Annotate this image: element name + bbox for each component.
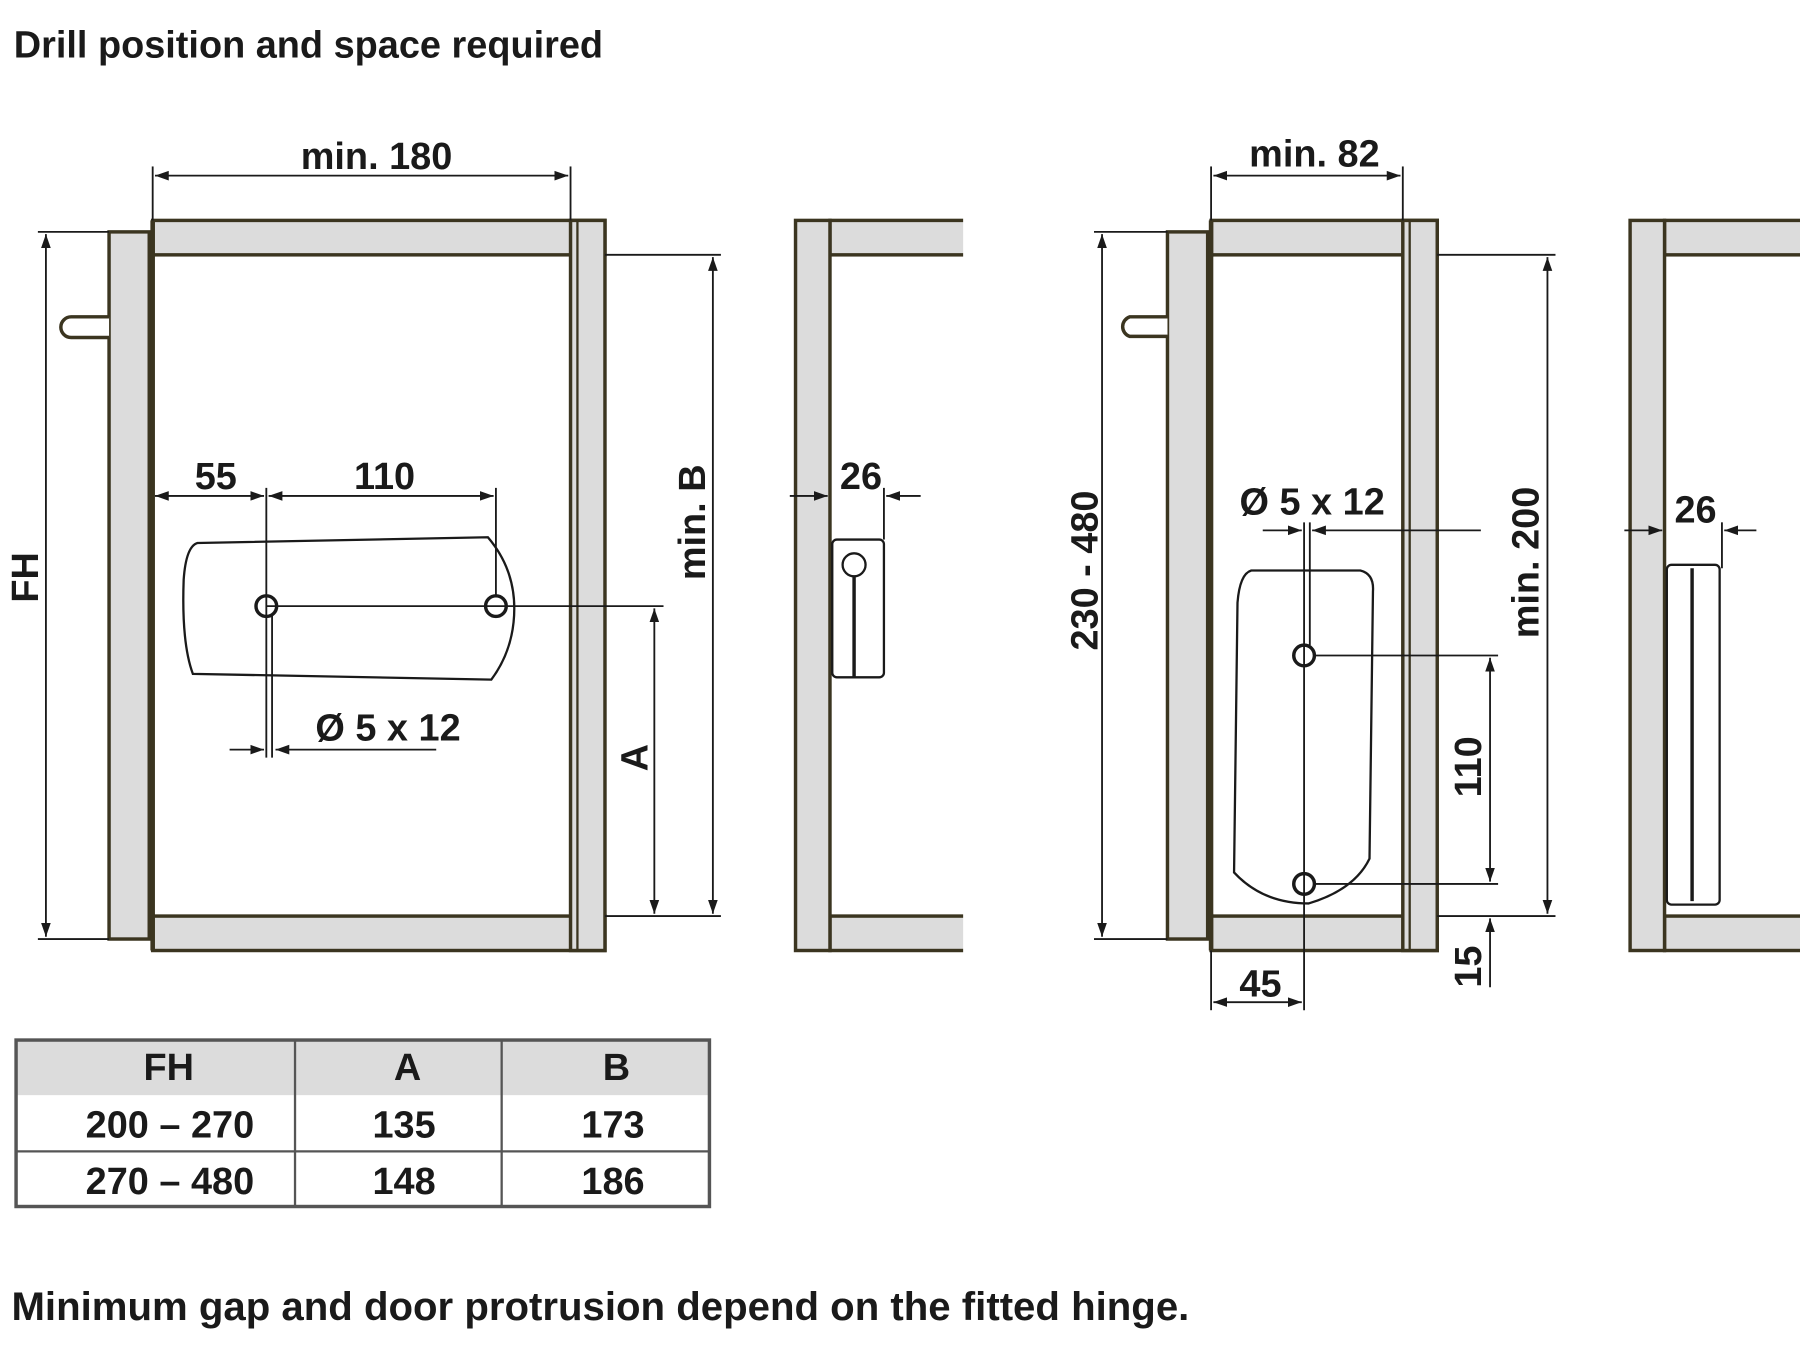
table-cell: 186 <box>581 1161 644 1203</box>
door-panel <box>1165 230 1210 941</box>
front-view-vertical: min. 82 230 - 480 min. 200 Ø 5 x 12 110 … <box>1064 133 1556 1011</box>
min-width-label: min. 82 <box>1249 133 1380 175</box>
offset-15-label: 15 <box>1448 946 1490 988</box>
top-rail <box>150 218 607 257</box>
table-header: FH <box>144 1047 194 1089</box>
front-view-horizontal: min. 180 FH min. B A 55 110 Ø 5 x 12 <box>5 136 721 953</box>
door-panel <box>107 230 151 941</box>
a-label: A <box>614 744 656 771</box>
table-cell: 200 – 270 <box>86 1105 255 1147</box>
table-cell: 270 – 480 <box>86 1161 255 1203</box>
side-view-horizontal: 26 <box>789 218 977 953</box>
dimension-table: FH A B 200 – 270 135 173 270 – 480 148 1… <box>14 1038 712 1209</box>
min-width-label: min. 180 <box>301 136 453 178</box>
handle-icon <box>59 315 110 340</box>
drill-size-label: Ø 5 x 12 <box>1239 481 1384 523</box>
depth-26-label: 26 <box>1674 489 1716 531</box>
page-title: Drill position and space required <box>14 24 603 66</box>
fh-label: FH <box>5 552 47 603</box>
right-side-panel <box>568 218 607 953</box>
mechanism-side-icon <box>831 538 886 679</box>
offset-45-label: 45 <box>1239 963 1281 1005</box>
table-cell: 135 <box>372 1105 435 1147</box>
side-view-vertical: 26 <box>1624 218 1800 953</box>
footer-note: Minimum gap and door protrusion depend o… <box>11 1284 1189 1329</box>
depth-26-label: 26 <box>840 456 882 498</box>
table-cell: 148 <box>372 1161 435 1203</box>
table-header: B <box>603 1047 630 1089</box>
offset-55-label: 55 <box>195 456 237 498</box>
min-b-label: min. B <box>672 464 714 580</box>
bottom-rail <box>150 914 607 953</box>
drill-size-label: Ø 5 x 12 <box>315 707 460 749</box>
table-cell: 173 <box>581 1105 644 1147</box>
handle-icon <box>1120 315 1168 339</box>
spacing-110-label: 110 <box>1448 736 1490 797</box>
spacing-110-label: 110 <box>354 456 415 498</box>
lift-mechanism-icon <box>182 536 516 681</box>
table-header: A <box>394 1047 421 1089</box>
height-range-label: 230 - 480 <box>1064 491 1106 651</box>
min-height-label: min. 200 <box>1505 487 1547 639</box>
